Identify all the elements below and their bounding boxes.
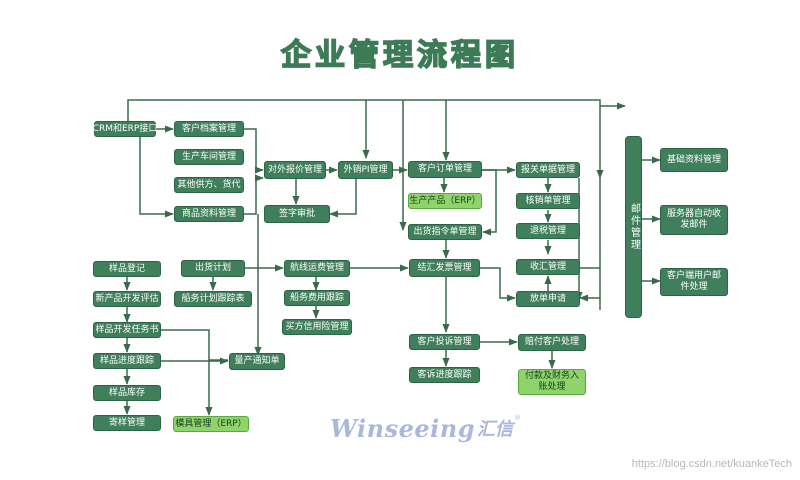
logo-text: Winseeing: [330, 413, 475, 443]
server-mail-node: 服务器自动收发邮件: [660, 205, 728, 235]
ship-plan-track-node: 船务计划跟踪表: [174, 291, 252, 307]
customer-archive-node: 客户档案管理: [174, 121, 244, 137]
compensation-node: 赔付客户处理: [518, 334, 586, 351]
mold-management-node: 模具管理（ERP）: [173, 416, 249, 432]
export-pi-node: 外销PI管理: [338, 161, 393, 179]
invoice-settlement-node: 结汇发票管理: [409, 259, 480, 277]
page-title: 企业管理流程图: [280, 37, 519, 74]
sample-send-node: 寄样管理: [93, 415, 161, 431]
mass-production-notice-node: 量产通知单: [229, 353, 285, 370]
sample-stock-node: 样品库存: [93, 385, 161, 401]
ship-cost-node: 船务费用跟踪: [284, 290, 350, 306]
product-data-node: 商品资料管理: [174, 206, 244, 222]
customs-doc-node: 报关单据管理: [516, 162, 580, 178]
sample-dev-task-node: 样品开发任务书: [93, 322, 161, 338]
release-request-node: 放单申请: [516, 291, 580, 307]
complaint-mgmt-node: 客户投诉管理: [409, 334, 480, 350]
new-product-eval-node: 新产品开发评估: [93, 291, 161, 307]
fx-collection-node: 收汇管理: [516, 259, 580, 275]
payment-finance-node: 付款及财务入账处理: [518, 369, 586, 395]
freight-node: 航线运费管理: [284, 260, 350, 277]
other-supply-node: 其他供方、货代: [174, 177, 244, 193]
shipping-plan-node: 出货计划: [181, 260, 245, 277]
watermark-url: https://blog.csdn.net/kuankeTech: [631, 458, 792, 470]
logo-chinese-text: 汇信: [477, 419, 513, 440]
sample-progress-node: 样品进度跟踪: [93, 353, 161, 369]
mail-management-node: 邮件管理: [625, 136, 642, 318]
production-workshop-node: 生产车间管理: [174, 149, 244, 165]
verification-node: 核销单管理: [516, 193, 580, 209]
sign-approval-node: 签字审批: [264, 205, 330, 223]
tax-refund-node: 退税管理: [516, 223, 580, 239]
basic-data-node: 基础资料管理: [660, 148, 728, 172]
external-quote-node: 对外报价管理: [264, 161, 326, 179]
client-mail-node: 客户端用户邮件处理: [660, 268, 728, 296]
winseeing-logo: Winseeing 汇信 ®: [330, 413, 521, 443]
credit-insurance-node: 买方信用险管理: [282, 319, 352, 335]
customer-order-node: 客户订单管理: [408, 161, 482, 178]
complaint-progress-node: 客诉进度跟踪: [409, 367, 480, 383]
shipping-instruction-node: 出货指令单管理: [408, 224, 482, 240]
sample-register-node: 样品登记: [93, 261, 161, 277]
registered-mark: ®: [514, 414, 521, 422]
crm-erp-interface-node: CRM和ERP接口: [93, 121, 157, 137]
production-product-node: 生产产品（ERP）: [408, 193, 482, 209]
